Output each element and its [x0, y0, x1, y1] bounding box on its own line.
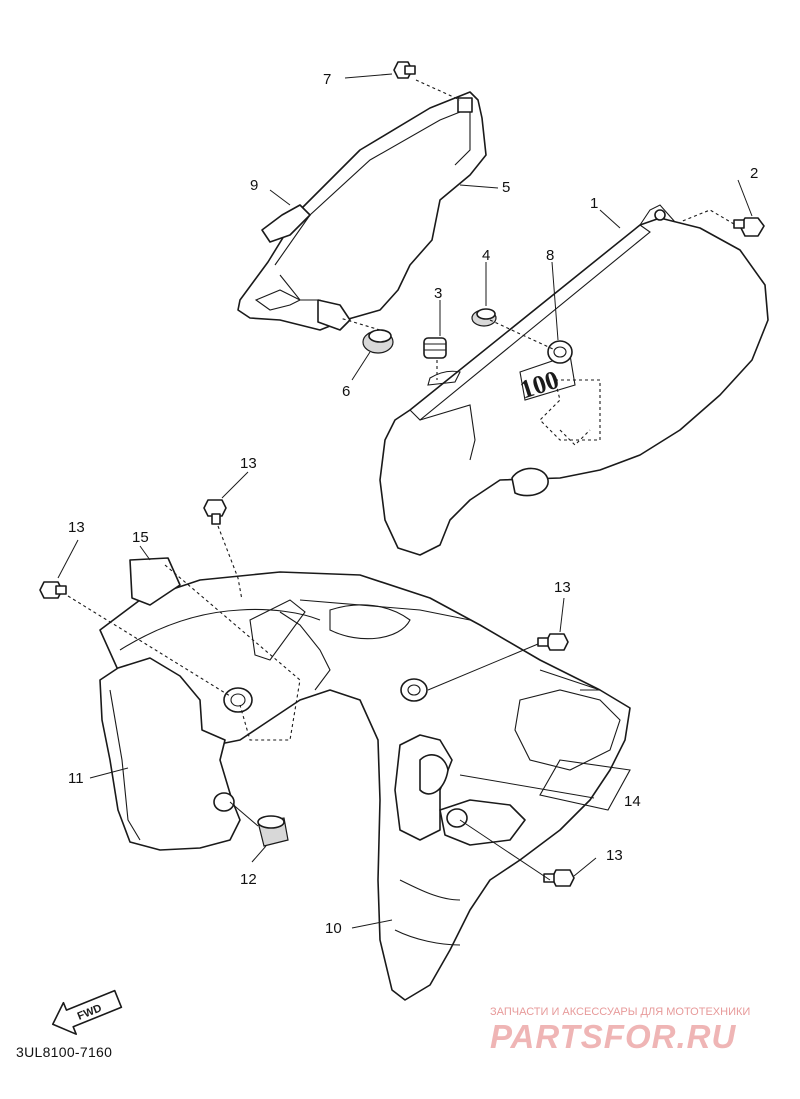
callout-13-right: 13	[554, 579, 571, 596]
part-1-side-cover: 100	[379, 204, 769, 556]
part-14-emblem	[539, 759, 631, 811]
callout-13-lower: 13	[606, 847, 623, 864]
part-10-side-cover	[99, 571, 631, 1001]
callout-5: 5	[502, 179, 510, 196]
part-7-bolt	[393, 61, 416, 79]
callout-14: 14	[624, 793, 641, 810]
part-2-bolt	[733, 217, 765, 237]
part-5-side-cover-bracket	[237, 91, 487, 331]
watermark-tagline: ЗАПЧАСТИ И АКСЕССУАРЫ ДЛЯ МОТОТЕХНИКИ	[490, 1006, 751, 1018]
callout-2: 2	[750, 165, 758, 182]
part-11-side-panel	[99, 599, 306, 851]
part-13-bolt-b	[39, 581, 67, 599]
part-12-damper	[257, 815, 289, 847]
callout-10: 10	[325, 920, 342, 937]
callout-15: 15	[132, 529, 149, 546]
callout-1: 1	[590, 195, 598, 212]
watermark-logo: PARTSFOR.RU	[490, 1018, 737, 1055]
part-13-bolt-c	[537, 633, 569, 651]
callout-7: 7	[323, 71, 331, 88]
part-8-grommet	[547, 340, 573, 364]
callout-6: 6	[342, 383, 350, 400]
fwd-arrow: FWD	[51, 989, 123, 1035]
part-3-damper	[423, 337, 461, 386]
callout-13-left: 13	[68, 519, 85, 536]
part-13-bolt-d	[543, 869, 575, 887]
part-15-pad	[129, 557, 181, 606]
callout-8: 8	[546, 247, 554, 264]
callout-4: 4	[482, 247, 490, 264]
leader-lines	[57, 73, 753, 929]
part-9-trim-strip	[261, 204, 311, 243]
callout-9: 9	[250, 177, 258, 194]
callout-12: 12	[240, 871, 257, 888]
diagram-code: 3UL8100-7160	[16, 1044, 113, 1060]
callout-3: 3	[434, 285, 442, 302]
callout-labels: 7 2 1 9 5 4 8 3 6 13 13 15 13 11 14 13 1…	[68, 71, 758, 937]
callout-11: 11	[68, 770, 84, 787]
callout-13-top: 13	[240, 455, 257, 472]
part-4-grommet	[471, 308, 497, 327]
part-13-bolt-a	[203, 499, 227, 525]
part-6-grommet	[362, 329, 394, 354]
